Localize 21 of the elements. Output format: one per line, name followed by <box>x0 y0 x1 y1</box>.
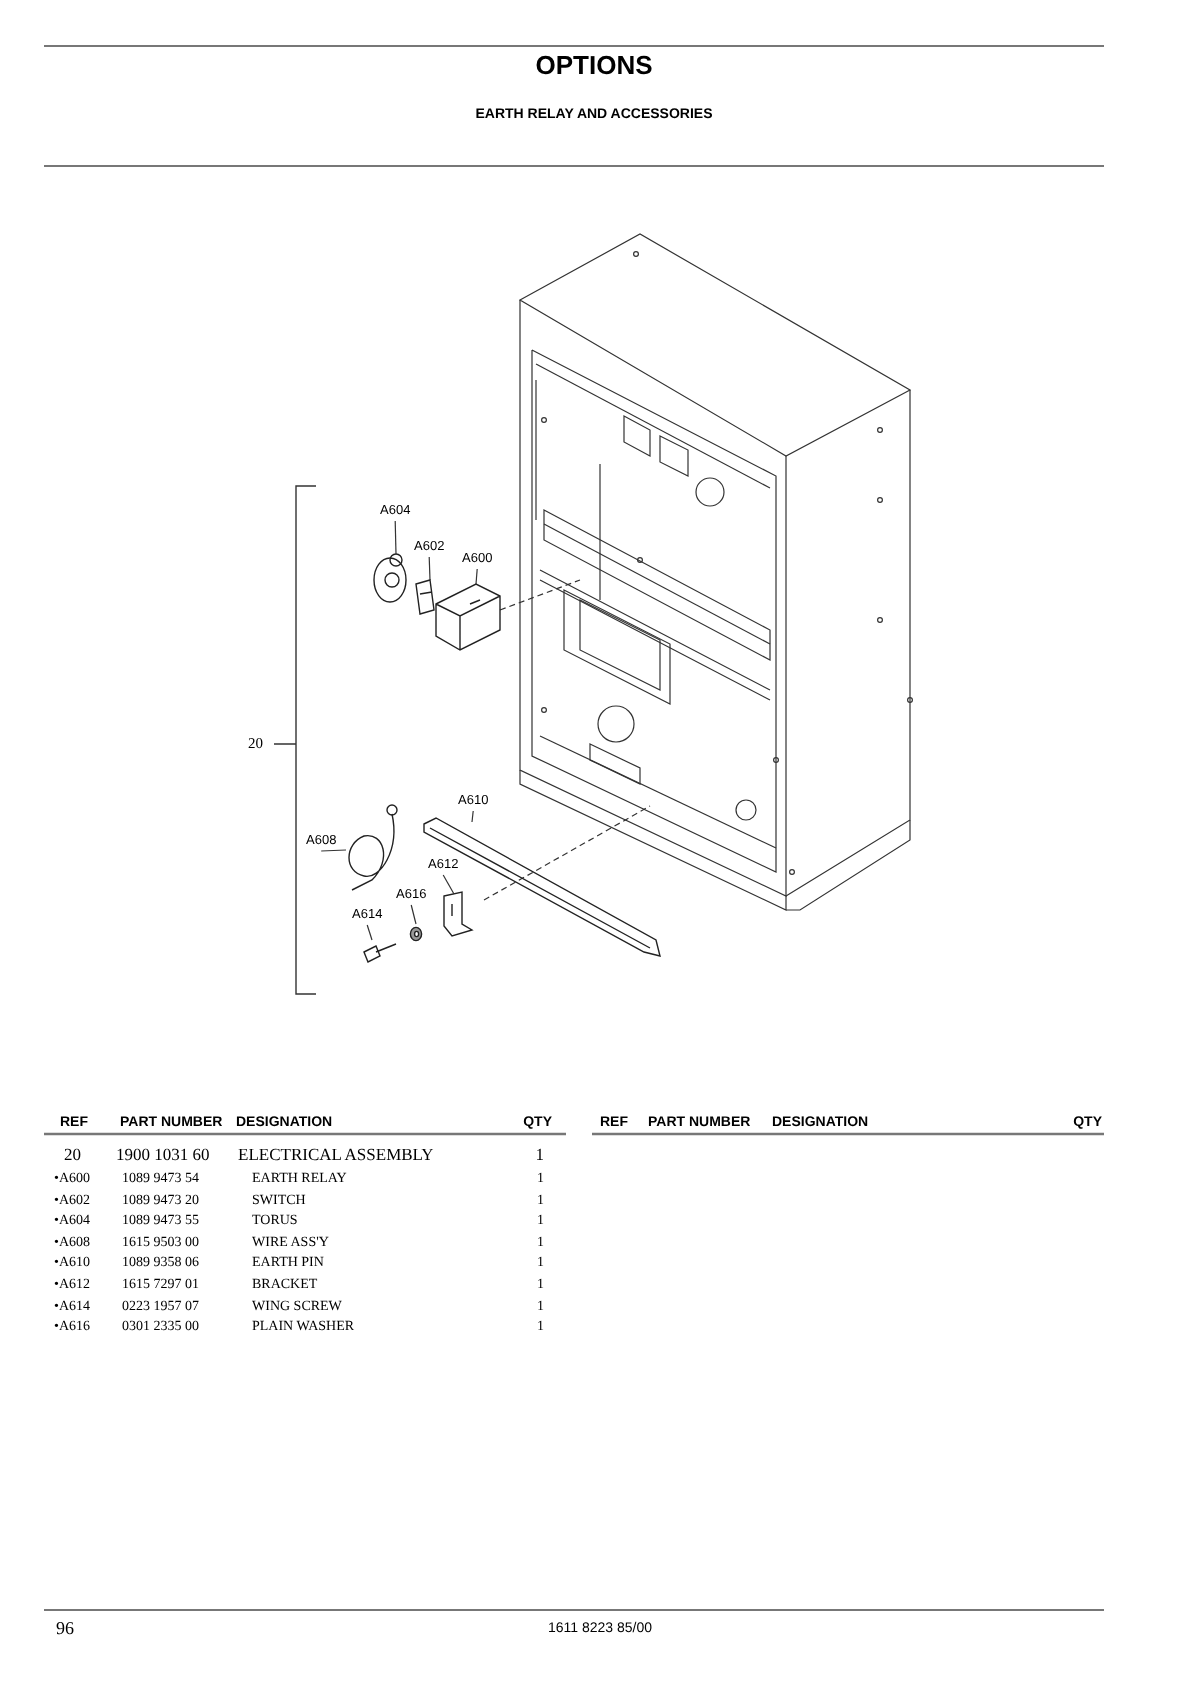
leader-line <box>366 924 373 941</box>
wing-screw-drawing <box>363 943 397 963</box>
ring-drawing <box>373 553 407 603</box>
pin-drawing <box>423 817 661 957</box>
page-title: OPTIONS <box>535 52 653 78</box>
washer-drawing <box>409 926 423 942</box>
switch-drawing <box>415 579 435 615</box>
relay-drawing <box>435 583 501 651</box>
leader-line <box>428 556 431 581</box>
leader-line <box>475 568 478 585</box>
quantity: 1 <box>535 1146 544 1163</box>
leader-line <box>394 520 397 555</box>
wire-drawing <box>348 804 398 891</box>
leader-line <box>442 874 455 895</box>
part-designation: ELECTRICAL ASSEMBLY <box>238 1146 434 1163</box>
leader-line <box>410 904 417 925</box>
part-number: 1900 1031 60 <box>116 1146 210 1163</box>
ref-number: 20 <box>64 1146 81 1163</box>
leader-line <box>320 849 347 852</box>
page-number: 96 <box>56 1620 74 1638</box>
leader-line <box>471 810 474 823</box>
